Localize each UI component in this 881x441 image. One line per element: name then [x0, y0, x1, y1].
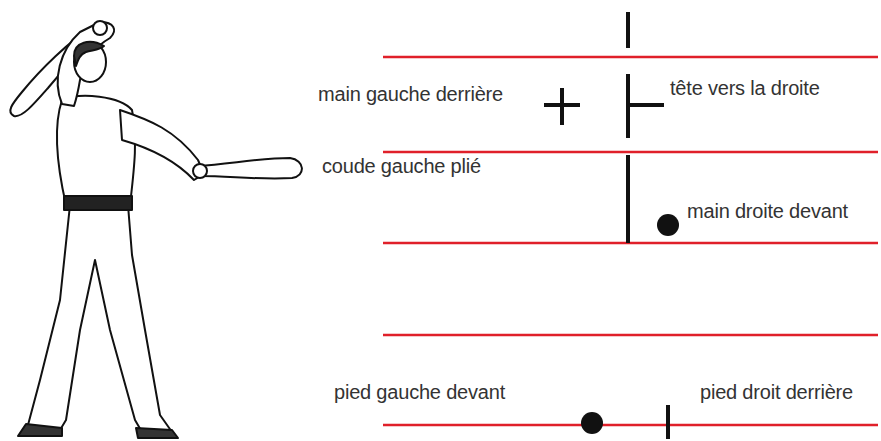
annotation-label: main droite devant [687, 199, 848, 223]
notation-symbols [544, 12, 679, 439]
annotation-label: main gauche derrière [318, 82, 503, 106]
annotation-label: tête vers la droite [670, 76, 820, 100]
athlete-illustration [10, 21, 302, 438]
staff-lines [383, 57, 878, 425]
annotation-label: pied gauche devant [334, 380, 505, 404]
annotation-label: coude gauche plié [322, 154, 481, 178]
annotation-label: pied droit derrière [700, 380, 853, 404]
